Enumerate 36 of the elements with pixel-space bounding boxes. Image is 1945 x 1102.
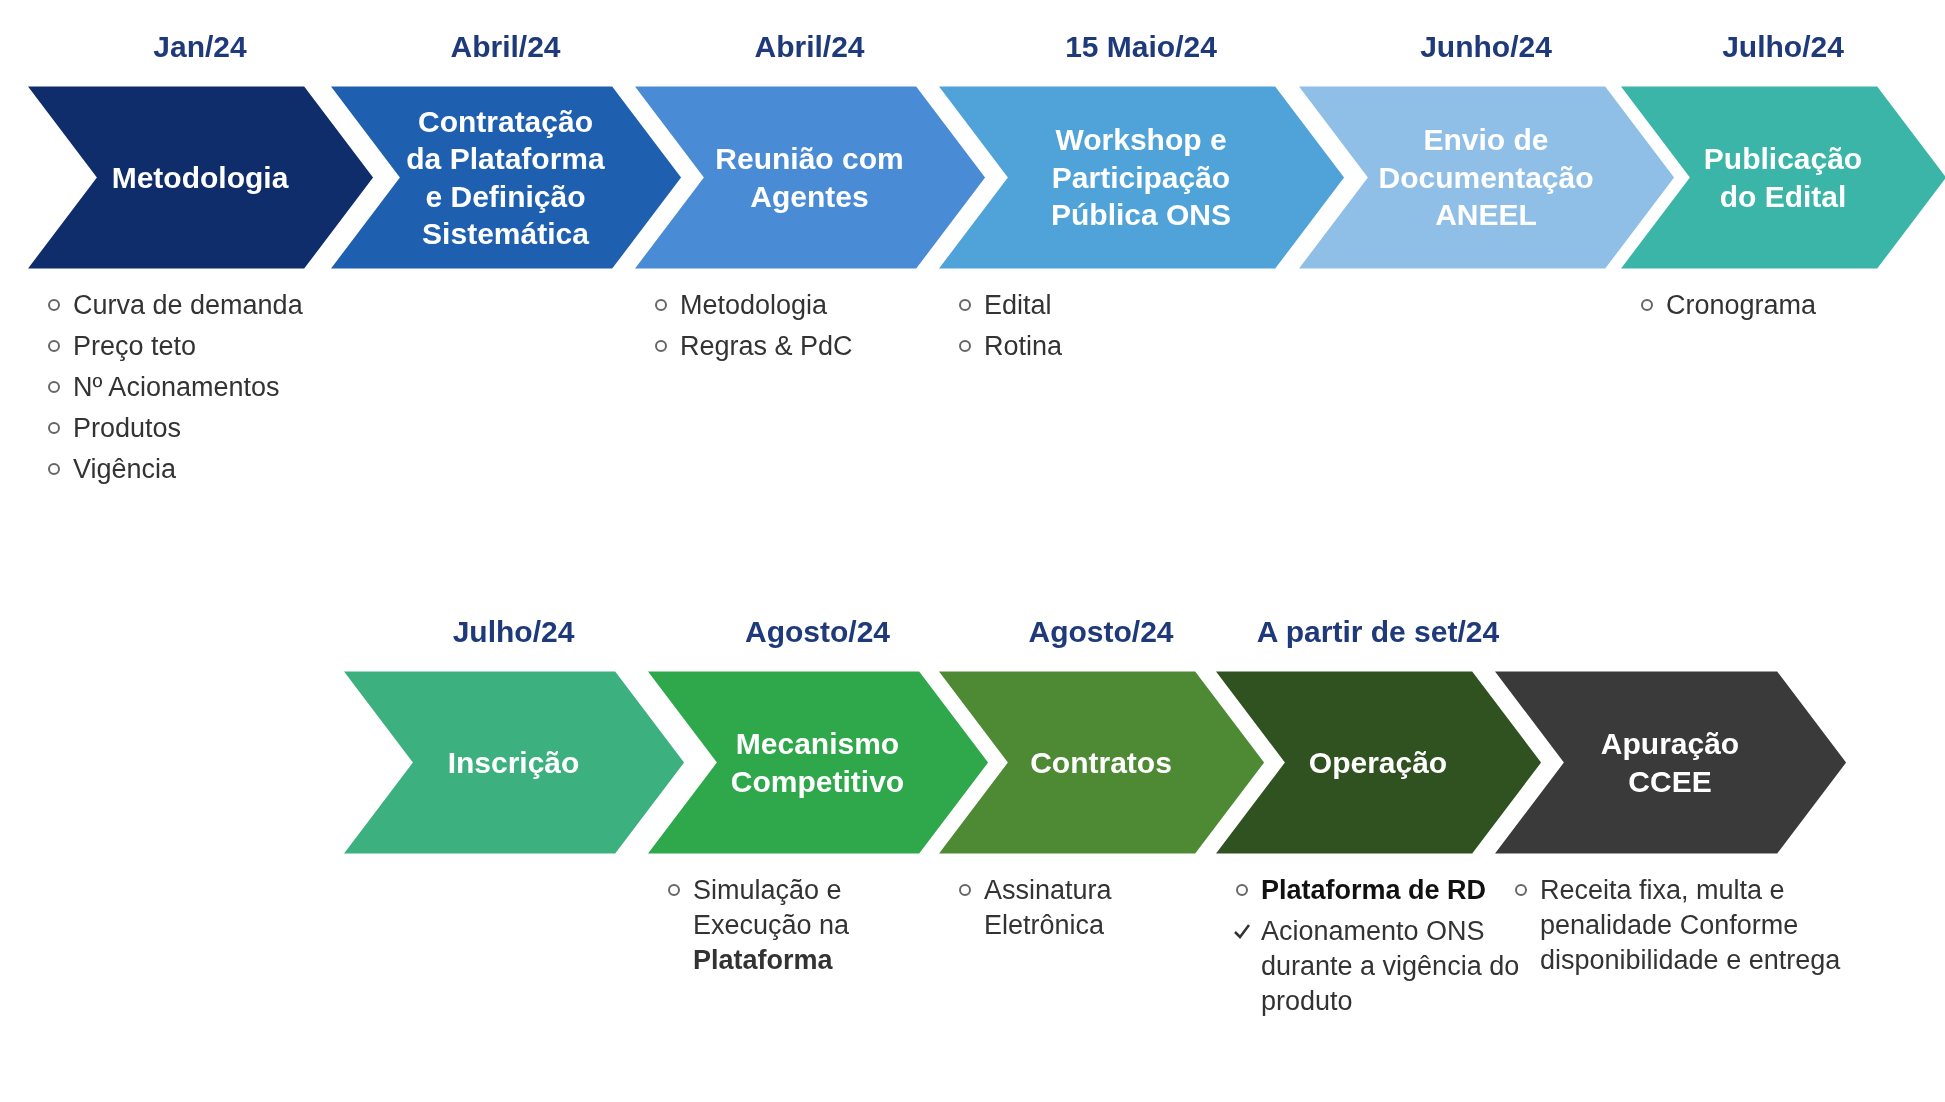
bullet-text: Receita fixa, multa e penalidade Conforme disponibilidade e entrega (1540, 874, 1842, 978)
date-heading: Abril/24 (449, 30, 562, 64)
step-title: Contratos (1029, 744, 1173, 781)
bullet-text: Simulação e Execução na Plataforma (693, 874, 851, 978)
date-heading: Agosto/24 (1027, 615, 1175, 649)
step-title: Apuração CCEE (1599, 726, 1741, 800)
date-heading: Agosto/24 (744, 615, 891, 649)
bullet-text: Regras & PdC (680, 330, 853, 364)
step-title: Metodologia (110, 159, 290, 196)
step-title: Reunião com Agentes (714, 141, 905, 215)
step-title: Publicação do Edital (1702, 141, 1864, 215)
step-title: Workshop e Participação Pública ONS (1049, 122, 1232, 233)
bullet-text: Nº Acionamentos (73, 371, 280, 405)
bullet-text: Rotina (984, 330, 1063, 364)
bullet-text: Vigência (73, 453, 177, 487)
bullet-text: Assinatura Eletrônica (984, 874, 1113, 943)
date-heading: Abril/24 (753, 30, 866, 64)
bullet-text: Metodologia (680, 289, 828, 322)
step-title: Inscrição (446, 744, 581, 781)
date-heading: Julho/24 (451, 615, 576, 649)
step-title: Envio de Documentação ANEEL (1377, 122, 1595, 233)
date-heading: Junho/24 (1419, 30, 1553, 64)
bullet-text: Plataforma de RD (1261, 874, 1487, 907)
date-heading: A partir de set/24 (1255, 615, 1501, 649)
bullet-text: Acionamento ONS durante a vigência do produto (1261, 915, 1521, 1019)
step-title: Operação (1307, 744, 1449, 781)
step-title: Contratação da Plataforma e Definição Sistemática (405, 103, 606, 252)
bullet-text: Produtos (73, 412, 182, 446)
date-heading: 15 Maio/24 (1064, 30, 1218, 64)
bullet-text: Curva de demanda (73, 289, 303, 322)
date-heading: Jan/24 (152, 30, 248, 64)
bullet-text: Preço teto (73, 330, 197, 364)
step-title: Mecanismo Competitivo (729, 726, 906, 800)
date-heading: Julho/24 (1721, 30, 1845, 64)
bullet-text: Cronograma (1666, 289, 1817, 322)
bullet-text: Edital (984, 289, 1052, 322)
